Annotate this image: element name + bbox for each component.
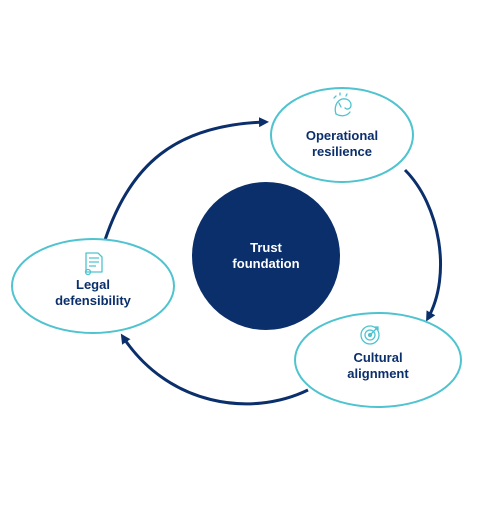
cultural-label-line1: Cultural — [353, 350, 402, 365]
cultural-alignment-node: Cultural alignment — [294, 312, 462, 408]
arc-operational-to-cultural — [403, 168, 443, 322]
flexed-arm-icon — [333, 92, 352, 117]
center-node: Trust foundation — [192, 182, 340, 330]
center-label-line1: Trust — [250, 240, 282, 255]
operational-label-line1: Operational — [306, 128, 378, 143]
legal-label-line1: Legal — [76, 277, 110, 292]
document-icon — [84, 252, 103, 276]
center-label-line2: foundation — [232, 256, 299, 271]
target-icon — [360, 325, 380, 345]
operational-label-line2: resilience — [312, 144, 372, 159]
legal-defensibility-node: Legal defensibility — [11, 238, 175, 334]
legal-label-line2: defensibility — [55, 293, 132, 308]
arc-cultural-to-legal — [120, 333, 309, 406]
cultural-label-line2: alignment — [347, 366, 409, 381]
arc-legal-to-operational — [103, 117, 269, 241]
operational-resilience-node: Operational resilience — [270, 87, 414, 183]
